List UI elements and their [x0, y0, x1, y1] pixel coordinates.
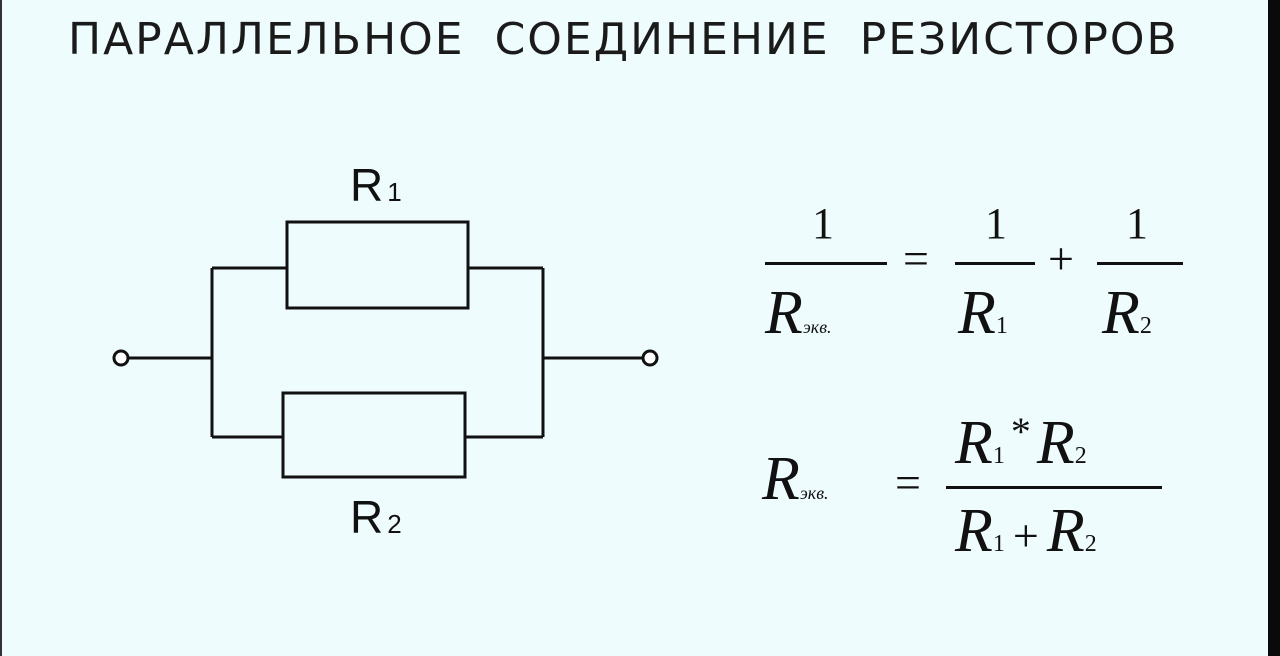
diagram-title: ПАРАЛЛЕЛЬНОЕ СОЕДИНЕНИЕ РЕЗИСТОРОВ: [68, 14, 1179, 65]
f1-plus-sign: +: [1048, 233, 1074, 284]
f2-lhs-subscript: экв.: [799, 483, 829, 503]
right-terminal: [641, 349, 659, 367]
left-terminal: [112, 349, 130, 367]
r2-subscript: 2: [387, 509, 402, 539]
r1-subscript: 1: [387, 177, 402, 207]
f1-term2-denominator: R2: [1102, 278, 1152, 349]
f2-denominator: R1+R2: [955, 496, 1097, 567]
f2-times-sign: *: [1010, 409, 1031, 454]
f1-lhs-numerator: 1: [812, 199, 834, 248]
f2-num-sub2: 2: [1074, 443, 1087, 469]
f2-den-sub1: 1: [992, 531, 1005, 557]
f1-term2-fraction-bar: [1097, 262, 1183, 265]
f1-term2-numerator: 1: [1126, 199, 1148, 248]
f1-term1-numerator: 1: [985, 199, 1007, 248]
f2-num-R1: R: [955, 409, 993, 477]
f2-den-R2: R: [1046, 497, 1085, 565]
resistor-r1: [285, 220, 470, 310]
f2-lhs: Rэкв.: [762, 444, 829, 515]
parallel-circuit: [112, 220, 659, 479]
f1-term2-R: R: [1102, 279, 1140, 347]
f2-equals-sign: =: [895, 457, 921, 508]
f1-term2-subscript: 2: [1139, 313, 1152, 339]
f2-fraction-bar: [946, 486, 1162, 489]
f1-equals-sign: =: [903, 233, 929, 284]
f1-lhs-denominator: Rэкв.: [765, 278, 832, 349]
f1-term1-R: R: [958, 279, 996, 347]
f2-numerator: R1*R2: [955, 408, 1087, 479]
f2-plus-sign: +: [1012, 510, 1039, 561]
right-edge-border: [1268, 0, 1280, 656]
f2-num-R2: R: [1036, 409, 1075, 477]
resistor-r2: [281, 391, 467, 479]
f2-den-R1: R: [955, 497, 993, 565]
f1-lhs-fraction-bar: [765, 262, 887, 265]
f2-num-sub1: 1: [992, 443, 1005, 469]
f1-lhs-R: R: [765, 279, 803, 347]
f2-lhs-R: R: [762, 445, 800, 513]
r2-letter: R: [350, 491, 384, 543]
f1-term1-denominator: R1: [958, 278, 1008, 349]
f1-term1-fraction-bar: [955, 262, 1035, 265]
f1-term1-subscript: 1: [995, 313, 1008, 339]
f1-lhs-subscript: экв.: [802, 317, 832, 337]
r1-letter: R: [350, 159, 384, 211]
f2-den-sub2: 2: [1084, 531, 1097, 557]
